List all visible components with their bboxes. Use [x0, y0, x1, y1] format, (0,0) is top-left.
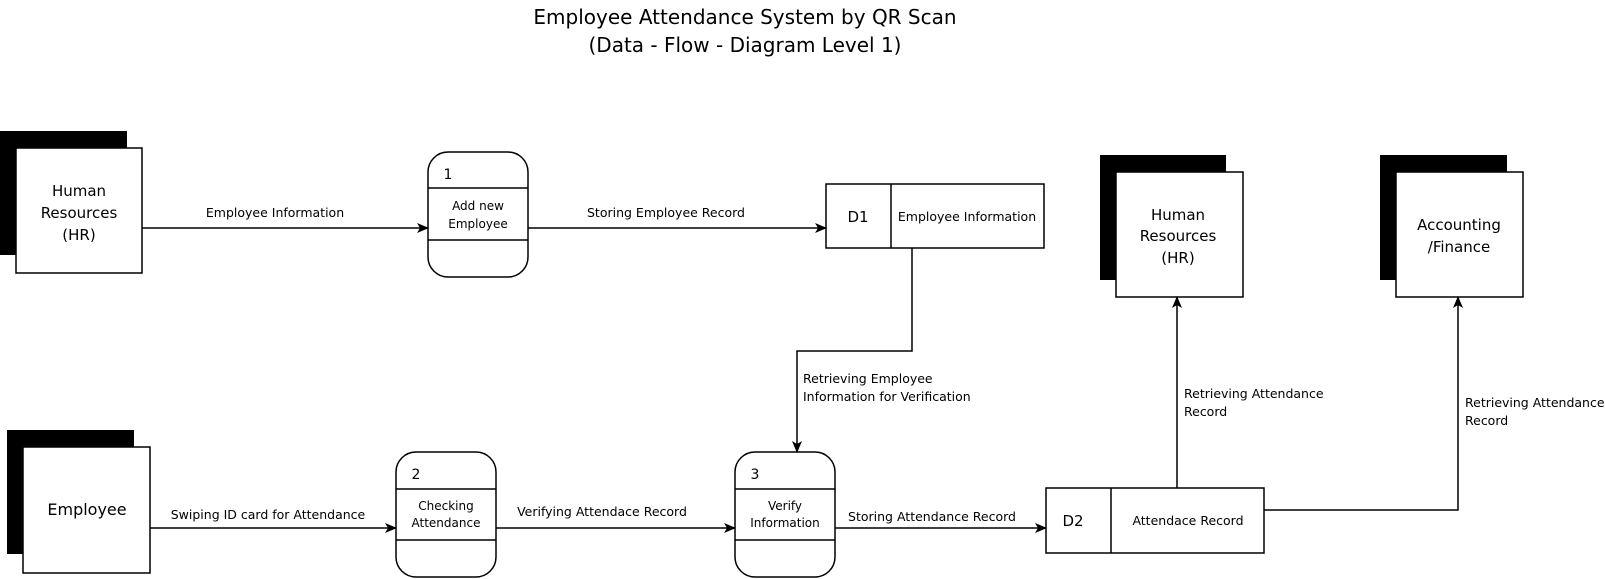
- entity-hr-right-line1: Human: [1151, 206, 1205, 224]
- entity-hr-left-line3: (HR): [62, 226, 95, 244]
- entity-hr-right: Human Resources (HR): [1100, 155, 1244, 298]
- data-store-d2: D2 Attendace Record: [1045, 487, 1265, 554]
- entity-accounting-line2: /Finance: [1428, 238, 1490, 256]
- entity-hr-right-line3: (HR): [1161, 249, 1194, 267]
- flow-hr-to-process-1-label: Employee Information: [206, 205, 344, 220]
- entity-hr-left-line1: Human: [52, 182, 106, 200]
- flow-d2-to-hr: Retrieving Attendance Record: [1172, 296, 1324, 488]
- flow-d2-to-accounting-label-line1: Retrieving Attendance: [1465, 395, 1605, 410]
- flow-d1-to-process-3-label-line2: Information for Verification: [803, 389, 971, 404]
- entity-hr-left-line2: Resources: [41, 204, 118, 222]
- process-1-line2: Employee: [448, 217, 507, 231]
- data-store-d2-name: Attendace Record: [1132, 513, 1243, 528]
- process-2: 2 Checking Attendance: [395, 451, 497, 578]
- flow-process-3-to-d2-label: Storing Attendance Record: [848, 509, 1016, 524]
- entity-accounting-line1: Accounting: [1417, 216, 1501, 234]
- process-2-number: 2: [412, 467, 421, 483]
- diagram-title-line2: (Data - Flow - Diagram Level 1): [589, 33, 902, 57]
- process-1-line1: Add new: [452, 199, 504, 213]
- entity-employee-label: Employee: [47, 500, 126, 519]
- flow-process-3-to-d2: Storing Attendance Record: [835, 509, 1047, 533]
- process-1-number: 1: [444, 167, 453, 183]
- process-3-line2: Information: [750, 516, 819, 530]
- flow-hr-to-process-1: Employee Information: [142, 205, 429, 233]
- flow-process-1-to-d1-label: Storing Employee Record: [587, 205, 745, 220]
- process-2-line2: Attendance: [412, 516, 481, 530]
- process-2-line1: Checking: [418, 499, 473, 513]
- process-3: 3 Verify Information: [734, 451, 836, 578]
- diagram-title-line1: Employee Attendance System by QR Scan: [533, 5, 956, 29]
- flow-d2-to-hr-label-line1: Retrieving Attendance: [1184, 386, 1324, 401]
- flow-employee-to-process-2-label: Swiping ID card for Attendance: [171, 507, 366, 522]
- entity-employee: Employee: [7, 430, 151, 574]
- data-store-d1-id: D1: [847, 208, 868, 226]
- data-store-d1-name: Employee Information: [898, 209, 1036, 224]
- flow-process-2-to-process-3: Verifying Attendace Record: [496, 504, 736, 533]
- flow-d2-to-accounting-label-line2: Record: [1465, 413, 1508, 428]
- flow-d1-to-process-3-label-line1: Retrieving Employee: [803, 371, 933, 386]
- flow-d2-to-accounting: Retrieving Attendance Record: [1264, 296, 1605, 511]
- entity-accounting: Accounting /Finance: [1380, 155, 1524, 298]
- process-1: 1 Add new Employee: [427, 151, 529, 278]
- entity-hr-right-line2: Resources: [1140, 227, 1217, 245]
- data-store-d2-id: D2: [1062, 512, 1083, 530]
- entity-hr-left: Human Resources (HR): [0, 131, 143, 274]
- flow-process-1-to-d1: Storing Employee Record: [528, 205, 827, 233]
- process-3-number: 3: [751, 467, 760, 483]
- flow-employee-to-process-2: Swiping ID card for Attendance: [150, 507, 397, 533]
- data-store-d1: D1 Employee Information: [825, 183, 1045, 249]
- flow-d2-to-hr-label-line2: Record: [1184, 404, 1227, 419]
- flow-process-2-to-process-3-label: Verifying Attendace Record: [517, 504, 687, 519]
- process-3-line1: Verify: [768, 499, 802, 513]
- flow-d1-to-process-3: Retrieving Employee Information for Veri…: [792, 248, 971, 453]
